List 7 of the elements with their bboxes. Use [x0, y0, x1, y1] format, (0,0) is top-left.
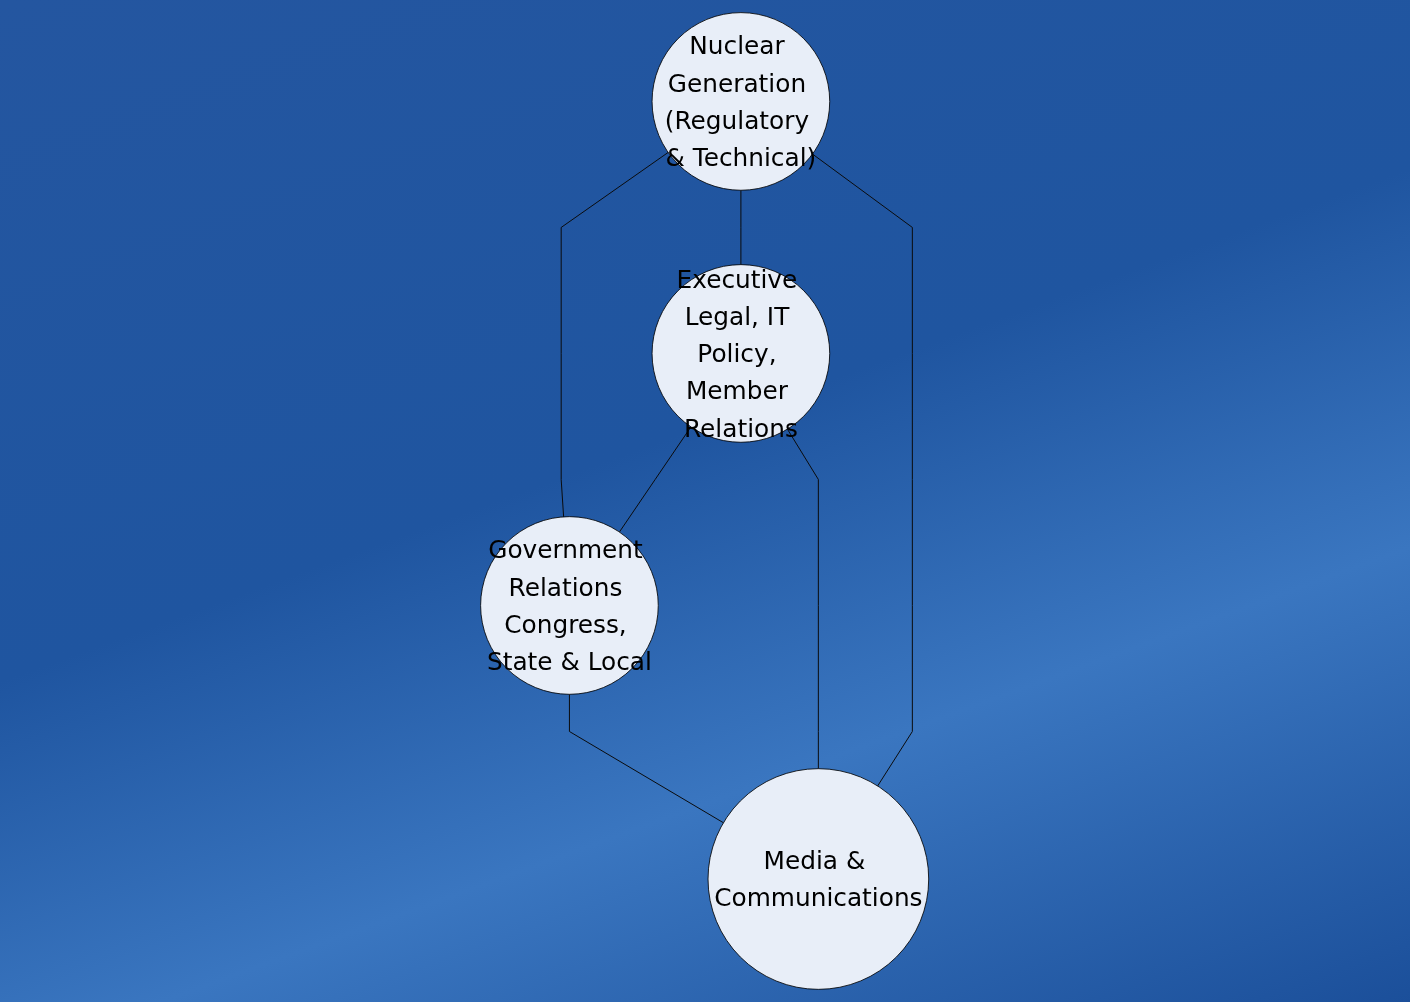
connector	[787, 428, 820, 770]
connector	[569, 693, 725, 824]
connector	[812, 153, 914, 787]
node-circle: Media & Communications	[707, 768, 930, 990]
connector	[561, 151, 669, 518]
connector	[619, 426, 692, 533]
connector	[740, 189, 742, 266]
